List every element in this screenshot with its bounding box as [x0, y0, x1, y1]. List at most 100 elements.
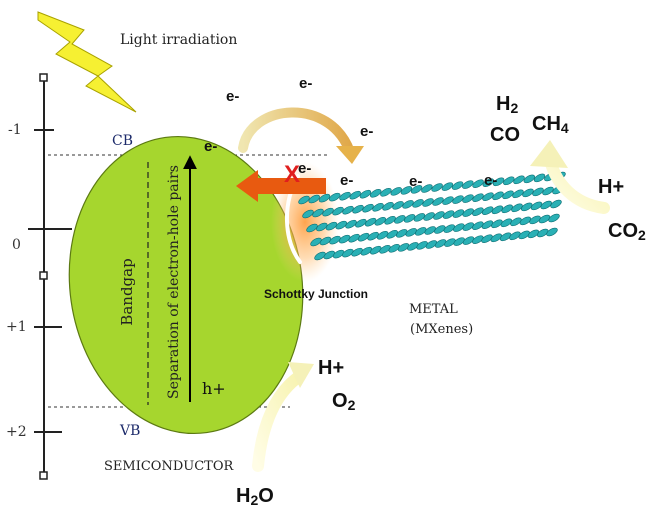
- schottky-junction-label: Schottky Junction: [264, 287, 368, 301]
- mxene-atom: [550, 199, 562, 209]
- mxene-atom: [298, 195, 310, 205]
- mxene-atom: [329, 235, 341, 245]
- mxene-atom: [472, 235, 484, 244]
- mxene-atom: [423, 212, 435, 221]
- mxene-atom: [452, 195, 464, 204]
- mxene-atom: [529, 215, 541, 225]
- mxene-atom: [332, 206, 344, 216]
- mxene-atom: [328, 192, 341, 202]
- mxene-atom: [462, 236, 475, 245]
- scale-tick-label: +2: [6, 424, 27, 440]
- oxidation-arrow-head: [288, 362, 314, 388]
- mxene-atom: [499, 232, 512, 242]
- mxene-atom: [425, 240, 438, 249]
- mxene-atom: [367, 231, 379, 241]
- electron-label: e-: [360, 123, 373, 140]
- mxene-atom: [388, 244, 400, 253]
- mxene-atom: [527, 229, 540, 239]
- mxene-atom: [351, 247, 363, 257]
- vb-label: VB: [119, 423, 140, 439]
- mxene-atom: [530, 201, 543, 211]
- mxene-atom: [472, 179, 484, 188]
- species-h2o: H2O: [236, 485, 274, 508]
- mxene-atom: [322, 207, 334, 217]
- mxene-atom: [433, 211, 445, 220]
- mxene-atom: [397, 243, 410, 252]
- bandgap-label: Bandgap: [118, 258, 136, 325]
- mxene-atom: [308, 194, 320, 204]
- metal-label: METAL: [409, 302, 458, 317]
- mxene-atom: [318, 193, 331, 203]
- mxene-atom: [481, 234, 493, 243]
- mxene-atom: [394, 215, 406, 224]
- mxene-atom: [520, 202, 533, 212]
- mxene-atom: [306, 223, 318, 233]
- mxene-atom: [382, 202, 394, 211]
- mxene-atom: [472, 193, 484, 202]
- mxene-atom: [374, 217, 387, 226]
- mxene-atom: [414, 227, 427, 236]
- mxene-atom: [452, 209, 465, 218]
- mxene-atom: [492, 177, 505, 187]
- mxene-atom: [348, 233, 360, 243]
- mxene-atom: [380, 188, 392, 197]
- mxene-atom: [510, 217, 522, 227]
- mxene-atom: [533, 173, 546, 183]
- mxene-atom: [338, 234, 351, 244]
- scale-tick-label: 0: [12, 237, 21, 253]
- mxene-atom: [355, 218, 367, 228]
- mxene-atom: [490, 233, 503, 243]
- mxene-atom: [316, 222, 328, 232]
- mxene-atom: [403, 214, 416, 223]
- mxene-atom: [339, 191, 351, 201]
- mxene-atom: [540, 200, 552, 210]
- scale-tick-label: +1: [6, 319, 27, 335]
- semiconductor-label: SEMICONDUCTOR: [104, 459, 234, 474]
- mxene-atom: [410, 185, 423, 194]
- mxene-atom: [323, 250, 336, 260]
- mxene-atom: [302, 209, 314, 219]
- mxene-atom: [413, 213, 426, 222]
- mxene-atom: [538, 214, 551, 224]
- electron-label: e-: [298, 160, 311, 177]
- mxene-atom: [472, 207, 484, 216]
- mxene-atom: [342, 205, 354, 215]
- mxene-atom: [325, 221, 338, 231]
- mxene-atom: [481, 220, 494, 229]
- mxene-atom: [443, 224, 456, 233]
- mxene-atom: [376, 231, 389, 240]
- mxene-atom: [441, 182, 454, 191]
- mxene-atom: [392, 201, 404, 210]
- mxenes-label: (MXenes): [410, 322, 473, 337]
- mxene-atom: [518, 230, 530, 240]
- oxidation-arrow: [252, 370, 306, 472]
- mxene-atom: [532, 187, 544, 197]
- mxene-atom: [379, 245, 391, 254]
- mxene-atom: [384, 216, 396, 225]
- mxene-atom: [424, 226, 436, 235]
- mxene-atom: [360, 246, 373, 256]
- mxene-atom: [442, 210, 455, 219]
- mxene-atom: [422, 198, 434, 207]
- mxene-atom: [500, 218, 513, 228]
- block-mark-icon: X: [284, 161, 300, 188]
- mxene-atom: [345, 219, 357, 229]
- electron-label: e-: [204, 138, 217, 155]
- species-co2: CO2: [608, 220, 646, 243]
- mxene-atom: [442, 196, 454, 205]
- mxene-atom: [369, 245, 382, 255]
- species-ch4: CH4: [532, 113, 569, 136]
- mxene-atom: [503, 176, 515, 186]
- electron-label: e-: [226, 88, 239, 105]
- cb-label: CB: [112, 133, 133, 149]
- mxene-atom: [402, 200, 414, 209]
- mxene-atom: [536, 228, 549, 238]
- mxene-atom: [434, 225, 446, 234]
- mxene-atom: [462, 208, 474, 217]
- reduction-arrow-head: [530, 140, 568, 168]
- species-h-plus-top: H+: [598, 176, 624, 198]
- mxene-atom: [523, 174, 536, 184]
- mxene-atom: [444, 238, 456, 247]
- mxene-atom: [319, 236, 332, 246]
